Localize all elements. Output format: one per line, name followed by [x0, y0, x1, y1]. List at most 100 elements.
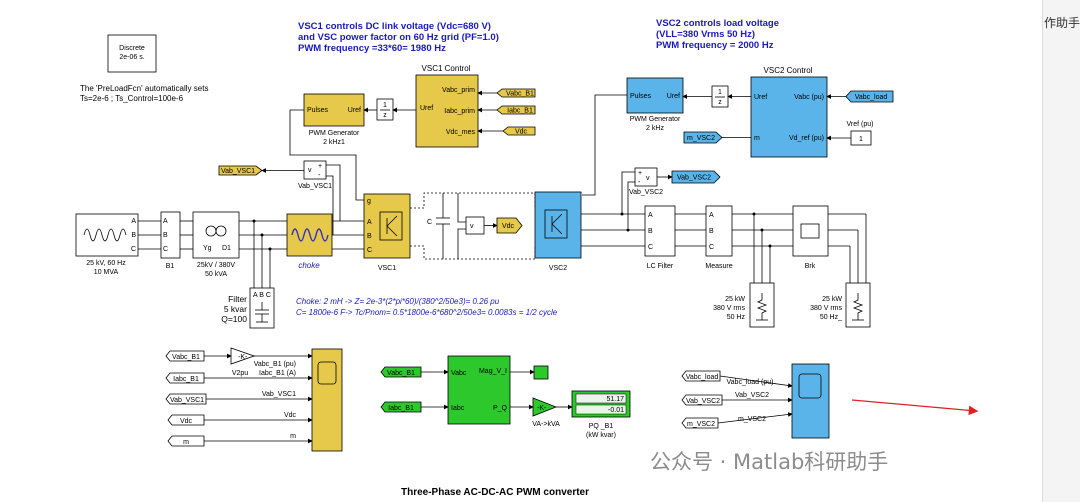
- pwm2-port-uref: Uref: [667, 93, 680, 100]
- pwm2-label1: PWM Generator: [630, 116, 681, 123]
- display-value-q: -0.01: [608, 407, 624, 414]
- from-m[interactable]: m: [167, 435, 205, 447]
- vsc1-note-line2: and VSC power factor on 60 Hz grid (PF=1…: [298, 32, 499, 43]
- tag-text: Vdc: [502, 223, 515, 230]
- tag-text: Vdc: [180, 418, 193, 425]
- load-1-block[interactable]: [749, 282, 775, 328]
- src-port-c: C: [131, 246, 136, 253]
- meas-a: A: [709, 212, 714, 219]
- from-vab-vsc1[interactable]: Vab_VSC1: [165, 393, 207, 405]
- tag-text: Vabc_B1: [172, 354, 200, 361]
- breaker-block[interactable]: [792, 205, 829, 257]
- tag-iabc-b1-a[interactable]: Iabc_B1: [496, 105, 536, 115]
- tag-vabc-b1-a[interactable]: Vabc_B1: [496, 88, 536, 98]
- vsc2-note-line1: VSC2 controls load voltage: [656, 18, 779, 29]
- xfmr-label2: 50 kVA: [205, 271, 227, 278]
- wires-ac-right: [581, 212, 867, 285]
- pq-label1: PQ _B1: [589, 423, 614, 430]
- vm2-minus: -: [638, 179, 641, 186]
- tag-vdc-goto[interactable]: Vdc: [496, 217, 523, 234]
- unit-delay-1[interactable]: 1 z: [376, 98, 394, 121]
- filter-label1: Filter: [228, 294, 247, 304]
- right-sidebar: [1042, 0, 1080, 502]
- lc-filter-label: LC Filter: [647, 263, 674, 270]
- meas-b: B: [709, 228, 714, 235]
- vm-vsc1-label: Vab_VSC1: [298, 183, 332, 190]
- delay-den: z: [383, 112, 387, 119]
- three-phase-source[interactable]: A B C: [75, 213, 139, 257]
- vsc1-converter[interactable]: g A B C: [363, 193, 411, 259]
- gain-v2pu-label: V2pu: [232, 370, 248, 377]
- from-vabc-b1-pq[interactable]: Vabc_B1: [380, 366, 422, 378]
- scope1-sig5: m: [290, 433, 296, 440]
- vsc1-note-line3: PWM frequency =33*60= 1980 Hz: [298, 43, 446, 54]
- transformer-block[interactable]: Yg D1: [192, 211, 240, 259]
- voltage-measurement-vdc[interactable]: v: [465, 216, 485, 235]
- voltage-measurement-vsc1[interactable]: v + -: [303, 160, 327, 180]
- vsc2ctrl-port-m: m: [754, 135, 760, 142]
- from-iabc-b1[interactable]: Iabc_B1: [165, 372, 205, 384]
- vsc2-control-block[interactable]: Uref m Vabc (pu) Vd_ref (pu): [750, 76, 828, 158]
- gain-v2pu[interactable]: -K-: [230, 347, 256, 365]
- powergui-block[interactable]: Discrete 2e-06 s.: [107, 34, 157, 73]
- from-vab-vsc2[interactable]: Vab_VSC2: [681, 394, 723, 406]
- pwm-generator-2[interactable]: Pulses Uref: [626, 77, 684, 114]
- gain-va-kva[interactable]: -K-: [532, 397, 558, 417]
- shunt-filter-block[interactable]: A B C: [249, 287, 275, 329]
- tag-text: Vdc: [515, 129, 528, 136]
- tag-m-vsc2-goto[interactable]: m_VSC2: [683, 131, 723, 144]
- load-2-block[interactable]: [845, 282, 871, 328]
- vsc2-label: VSC2: [549, 265, 567, 272]
- load1-label2: 380 V rms: [713, 305, 745, 312]
- cap-label: C: [427, 219, 432, 226]
- tag-vab-vsc2-goto[interactable]: Vab_VSC2: [671, 170, 721, 184]
- src-port-a: A: [131, 218, 136, 225]
- power-measurement-block[interactable]: Vabc Iabc Mag_V_I P_Q: [447, 355, 511, 425]
- tag-vdc-a[interactable]: Vdc: [502, 126, 536, 136]
- measure-label: Measure: [705, 263, 732, 270]
- vsc2ctrl-port-vdref: Vd_ref (pu): [789, 135, 824, 142]
- pwm-generator-1[interactable]: Pulses Uref: [303, 93, 365, 127]
- from-iabc-b1-pq[interactable]: Iabc_B1: [380, 401, 422, 413]
- tag-text: Iabc_B1: [173, 376, 199, 383]
- vref-label: Vref (pu): [847, 121, 874, 128]
- wires-ac-left: [138, 219, 364, 290]
- tag-text: Vabc_load: [855, 94, 888, 101]
- from-vabc-load[interactable]: Vabc_load: [681, 370, 721, 382]
- measure-block[interactable]: A B C: [705, 205, 733, 257]
- choke-block[interactable]: [286, 213, 333, 257]
- vm-minus: -: [318, 172, 321, 179]
- from-m-vsc2[interactable]: m_VSC2: [681, 417, 719, 429]
- vsc1-control-block[interactable]: Uref Vabc_prim Iabc_prim Vdc_mes: [415, 74, 479, 148]
- sidebar-label: 作助手: [1044, 16, 1080, 30]
- red-pointer-arrow: [851, 399, 979, 416]
- scope2-sig1: Vabc_load (pu): [727, 379, 774, 386]
- scope-2[interactable]: [791, 363, 830, 439]
- pwm2-port-pulses: Pulses: [630, 93, 652, 100]
- tag-text: Vabc_load: [686, 374, 719, 381]
- vsc2-converter[interactable]: [534, 191, 582, 259]
- terminator-block[interactable]: [533, 365, 549, 380]
- from-vabc-b1[interactable]: Vabc_B1: [165, 350, 205, 362]
- pq-port-pq: P_Q: [493, 405, 508, 412]
- pq-display[interactable]: 51.17 -0.01: [571, 390, 631, 418]
- load2-label3: 50 Hz_: [820, 314, 842, 321]
- vsc2-note-line2: (VLL=380 Vrms 50 Hz): [656, 29, 755, 40]
- lc-filter-block[interactable]: A B C: [644, 205, 676, 257]
- scope-1[interactable]: [311, 348, 343, 452]
- vsc1-control-title: VSC1 Control: [422, 64, 471, 73]
- scope2-sig3: m_VSC2: [738, 416, 766, 423]
- scope1-sig1: Vabc_B1 (pu): [254, 361, 296, 368]
- vsc1ctrl-port-vabc: Vabc_prim: [442, 87, 475, 94]
- vref-constant[interactable]: 1: [850, 130, 872, 146]
- tag-vab-vsc1[interactable]: Vab_VSC1: [218, 165, 263, 176]
- tag-vabc-load-a[interactable]: Vabc_load: [845, 90, 894, 103]
- unit-delay-2[interactable]: 1 z: [711, 85, 729, 108]
- voltage-measurement-vsc2[interactable]: v + -: [634, 167, 658, 187]
- pq-port-mag: Mag_V_I: [479, 368, 507, 375]
- vsc2-control-title: VSC2 Control: [764, 66, 813, 75]
- bus-b1-measurement[interactable]: A B C: [160, 211, 181, 259]
- src-port-b: B: [131, 232, 136, 239]
- from-vdc[interactable]: Vdc: [167, 414, 205, 426]
